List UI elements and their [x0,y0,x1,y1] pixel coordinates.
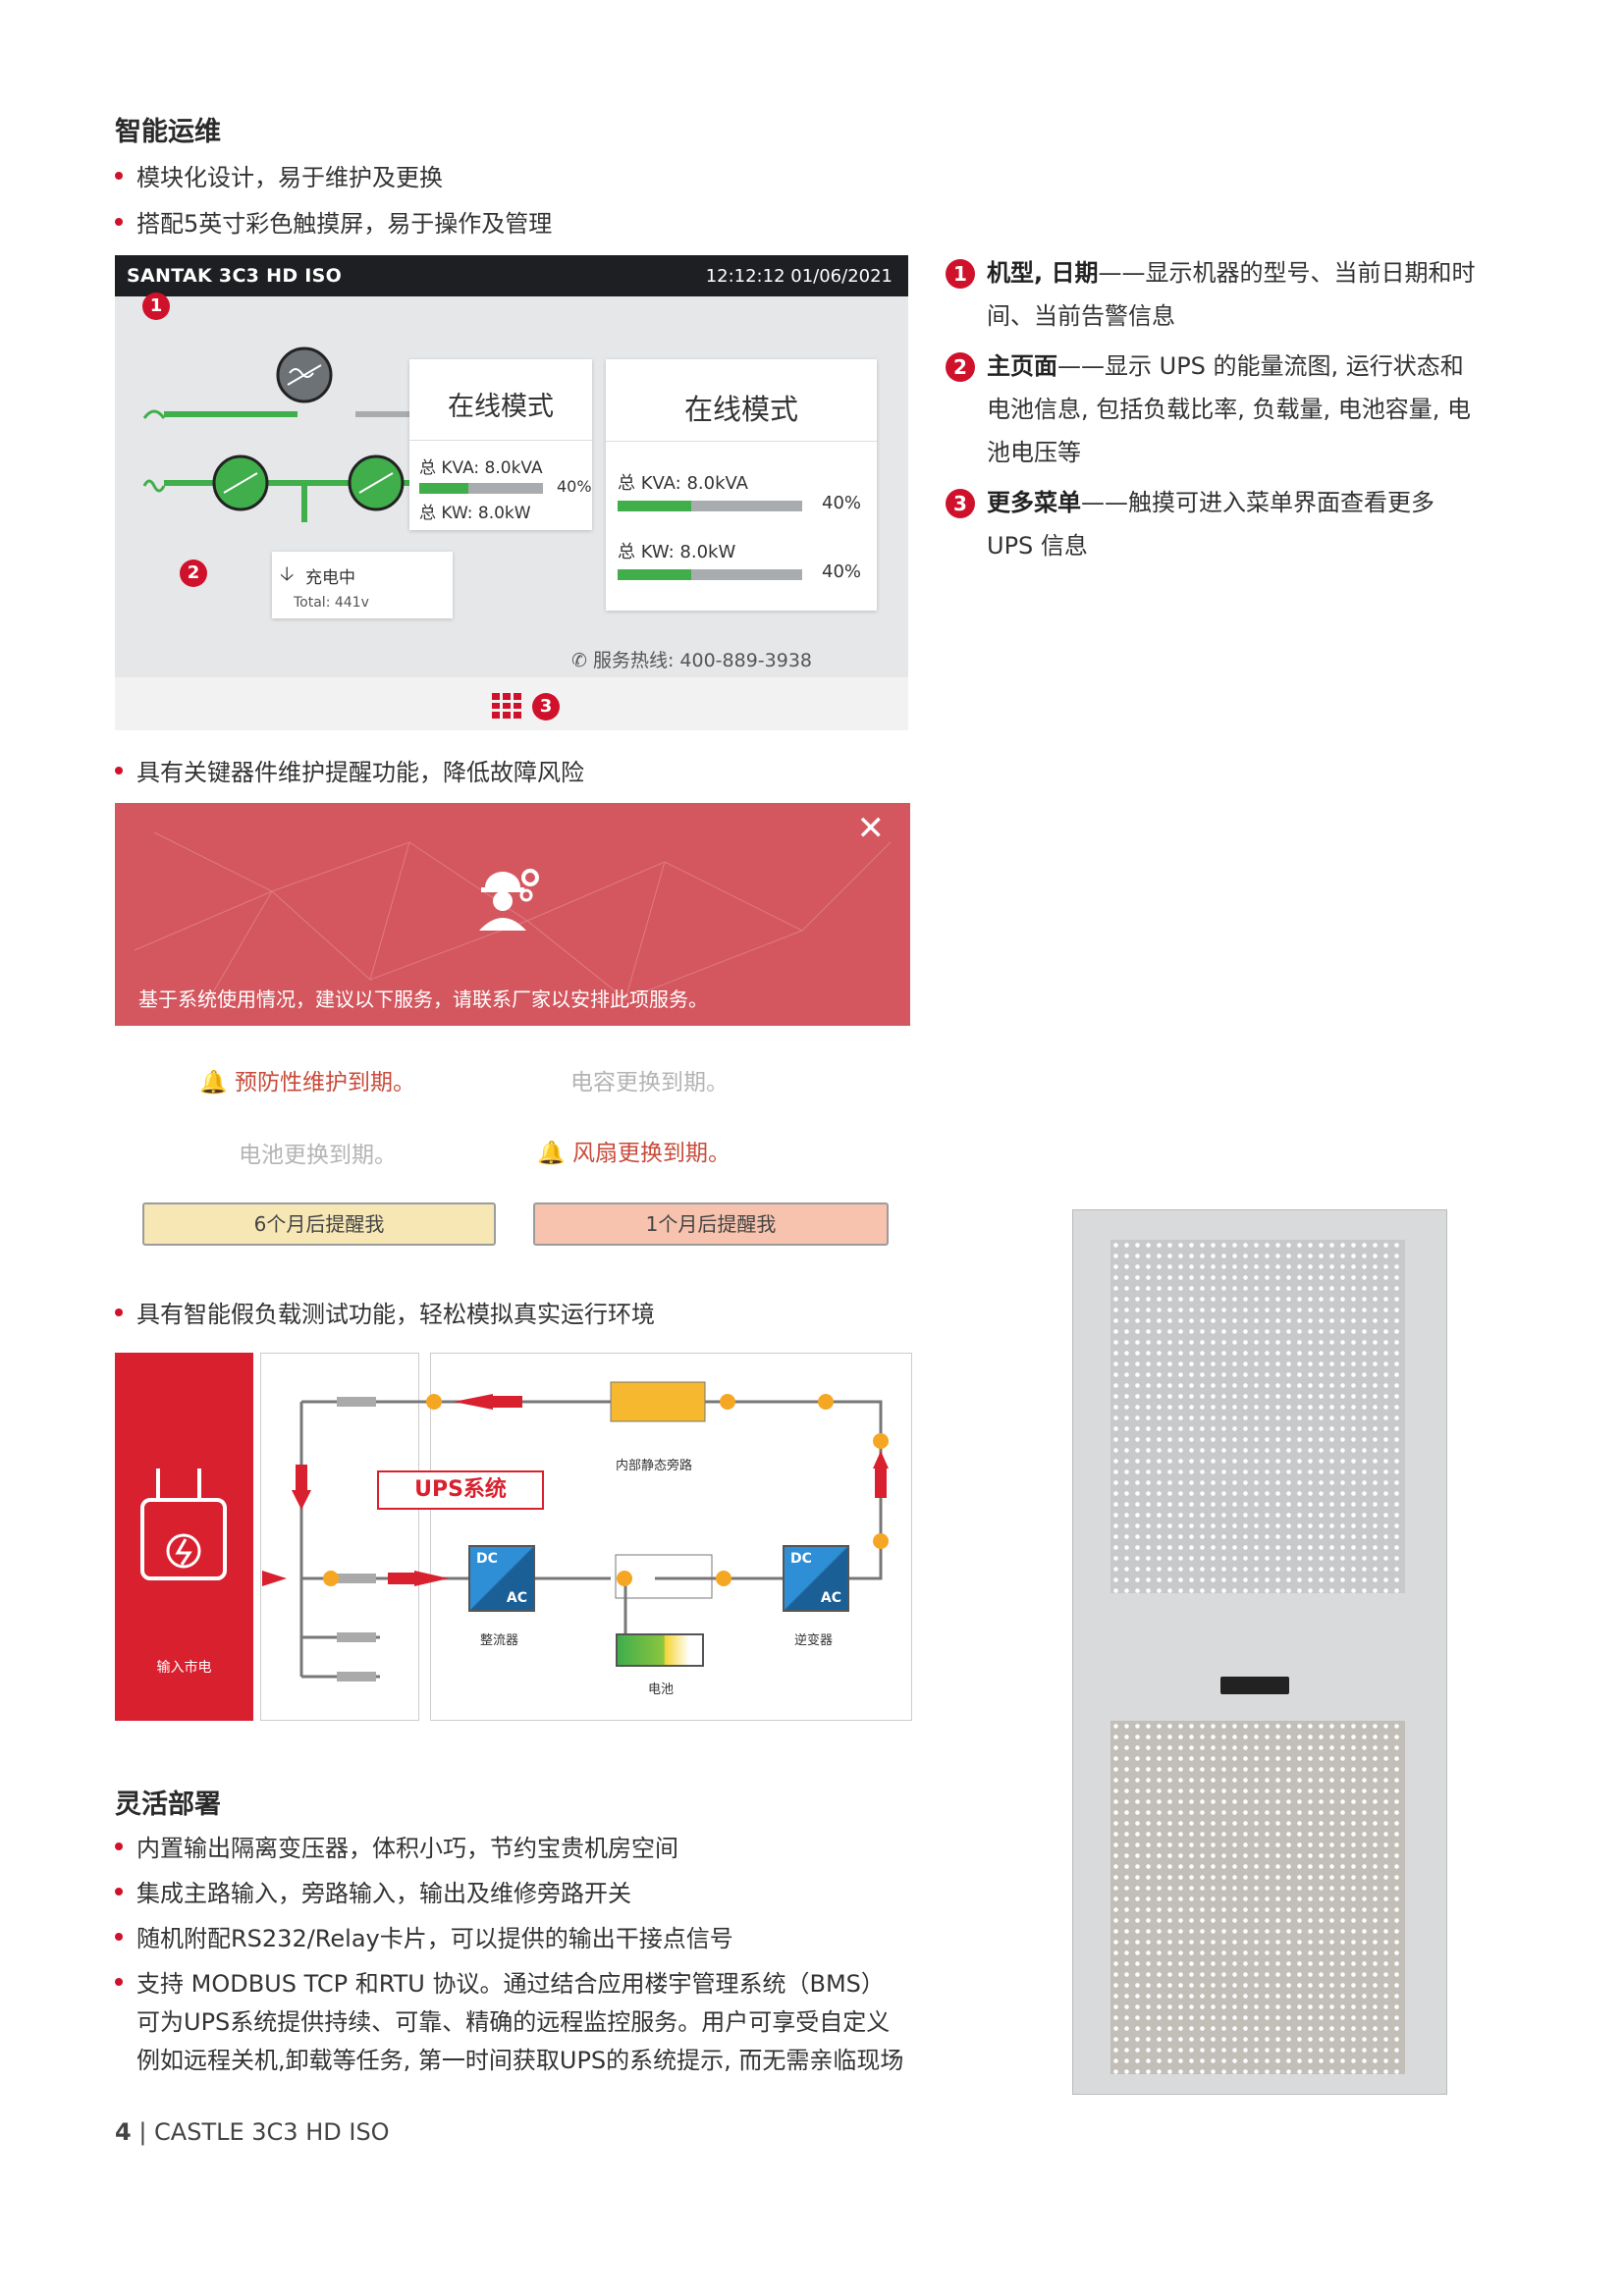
phone-icon: ✆ [571,650,593,671]
cabinet-handle [1220,1677,1289,1694]
bullet-switches: 集成主路输入，旁路输入，输出及维修旁路开关 [115,1877,631,1910]
kw-bar [618,569,802,580]
maintenance-banner: ✕ 基于系统使用情况，建议以下服务，请联系厂家以安排此项服务。 [115,803,910,1026]
remind-6-months-button[interactable]: 6个月后提醒我 [142,1202,496,1246]
bullet-touchscreen: 搭配5英寸彩色触摸屏，易于操作及管理 [115,207,552,240]
page-footer: 4 | CASTLE 3C3 HD ISO [115,2118,390,2146]
model-label: SANTAK 3C3 HD ISO [127,265,343,287]
kva-label: 总 KVA: 8.0kVA [419,458,543,478]
item-battery: 电池更换到期。 [239,1143,397,1168]
kw-label: 总 KW: 8.0kW [419,504,531,523]
screen-header: SANTAK 3C3 HD ISO 12:12:12 01/06/2021 [115,255,908,296]
callout-badge-1: 1 [142,293,170,320]
static-bypass-icon [610,1381,706,1422]
ups-system-label: UPS系统 [377,1470,544,1510]
bullet-rs232: 随机附配RS232/Relay卡片，可以提供的输出干接点信号 [115,1922,733,1955]
callout-1: 1 机型, 日期——显示机器的型号、当前日期和时间、当前告警信息 [946,251,1486,338]
bullet-load-test: 具有智能假负载测试功能，轻松模拟真实运行环境 [115,1298,655,1331]
upper-vent-grille [1110,1240,1405,1593]
network-pattern [134,831,892,1010]
total-kva: 总 KVA: 8.0kVA [618,473,748,494]
ups-cabinet-image [1072,1209,1447,2095]
down-arrow-icon: 🡣 [280,561,295,585]
battery-graphic [616,1633,704,1667]
battery-label: 电池 [648,1682,675,1697]
bullet-transformer: 内置输出隔离变压器，体积小巧，节约宝贵机房空间 [115,1832,678,1865]
engineer-gear-icon [479,869,539,931]
hotline: ✆ 服务热线: 400-889-3938 [571,650,813,671]
item-capacitor: 电容更换到期。 [570,1070,729,1095]
kva-pct: 40% [822,493,862,513]
bell-icon: 🔔 [537,1141,572,1166]
flow-lines [262,1381,889,1682]
kva-progress [419,483,543,494]
bypass-label: 内部静态旁路 [616,1459,693,1473]
inverter-label: 逆变器 [794,1633,834,1648]
item-fan: 🔔 风扇更换到期。 [537,1141,731,1166]
main-input-icon [142,479,166,493]
remind-1-month-button[interactable]: 1个月后提醒我 [533,1202,889,1246]
kva-bar [618,501,802,511]
callout-3: 3 更多菜单——触摸可进入菜单界面查看更多 UPS 信息 [946,481,1486,567]
transformer-icon [140,1468,227,1580]
bypass-input-icon [142,409,166,419]
battery-info-card: 🡣 充电中 Total: 441v [272,552,453,618]
callout-badge-2: 2 [180,560,207,587]
callout-badge-3: 3 [532,693,560,721]
bullet-modular: 模块化设计，易于维护及更换 [115,161,443,194]
section-title-smart-ops: 智能运维 [115,117,221,147]
close-icon[interactable]: ✕ [856,809,886,848]
screen-menu-bar [115,677,908,730]
status-panel: 在线模式 总 KVA: 8.0kVA 40% 总 KW: 8.0kW 40% [606,359,877,611]
product-name: CASTLE 3C3 HD ISO [154,2118,390,2146]
modbus-cont-2: 例如远程关机,卸载等任务, 第一时间获取UPS的系统提示, 而无需亲临现场 [136,2047,904,2074]
maintenance-items: 🔔 预防性维护到期。 电容更换到期。 电池更换到期。 🔔 风扇更换到期。 6个月… [115,1026,910,1247]
modbus-cont-1: 可为UPS系统提供持续、可靠、精确的远程监控服务。用户可享受自定义 [136,2008,891,2036]
status-card: 在线模式 总 KVA: 8.0kVA 40% 总 KW: 8.0kW [409,359,592,530]
total-kw: 总 KW: 8.0kW [618,542,736,562]
rectifier-label: 整流器 [480,1633,519,1648]
page-number: 4 [115,2118,132,2146]
charging-label: 充电中 [305,568,355,588]
item-preventive: 🔔 预防性维护到期。 [199,1070,415,1095]
mode-title: 在线模式 [683,393,798,426]
bell-icon: 🔔 [199,1070,235,1095]
section-title-flexible: 灵活部署 [115,1789,221,1820]
callout-2: 2 主页面——显示 UPS 的能量流图, 运行状态和电池信息, 包括负载比率, … [946,345,1486,474]
menu-grid-icon[interactable] [492,693,521,719]
datetime-label: 12:12:12 01/06/2021 [705,266,893,287]
maintenance-message: 基于系统使用情况，建议以下服务，请联系厂家以安排此项服务。 [138,988,708,1011]
bullet-maintenance: 具有关键器件维护提醒功能，降低故障风险 [115,756,584,789]
kw-pct: 40% [822,561,862,582]
kva-percent: 40% [557,477,592,496]
lower-vent-grille [1110,1721,1405,2074]
mains-input-label: 输入市电 [156,1660,212,1676]
battery-total: Total: 441v [294,595,369,611]
mode-label: 在线模式 [448,392,554,422]
bullet-modbus: 支持 MODBUS TCP 和RTU 协议。通过结合应用楼宇管理系统（BMS） [115,1967,885,2001]
